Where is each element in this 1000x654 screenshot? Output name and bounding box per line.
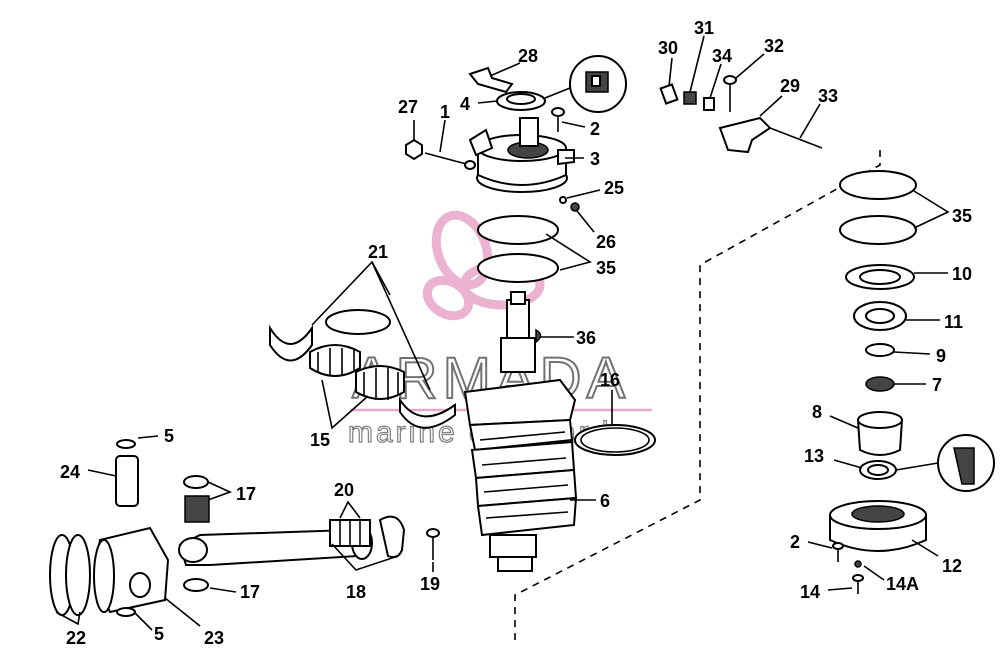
needle-bearing-cage	[355, 365, 405, 400]
small-washer	[854, 560, 862, 568]
callout-20: 20	[334, 480, 354, 500]
callout-33: 33	[818, 86, 838, 106]
lower-seal	[859, 460, 897, 480]
callout-5-lower: 5	[154, 624, 164, 644]
o-ring	[477, 253, 559, 283]
callout-21: 21	[368, 242, 388, 262]
anode-bracket	[468, 66, 514, 94]
lower-bearing-housing	[829, 500, 927, 552]
small-washer	[559, 196, 567, 204]
link-pin	[659, 83, 679, 105]
callout-8: 8	[812, 402, 822, 422]
callout-13: 13	[804, 446, 824, 466]
callout-17-upper: 17	[236, 484, 256, 504]
callout-16: 16	[600, 370, 620, 390]
callout-7: 7	[932, 375, 942, 395]
wrist-pin-bearing	[184, 495, 210, 523]
callout-32: 32	[764, 36, 784, 56]
crankshaft	[463, 291, 578, 572]
callout-1: 1	[440, 102, 450, 122]
callout-22: 22	[66, 628, 86, 648]
o-ring	[839, 215, 917, 245]
callout-14: 14	[800, 582, 820, 602]
o-ring	[477, 215, 559, 245]
callout-3: 3	[590, 149, 600, 169]
nut-and-bolt	[405, 138, 476, 170]
long-screw	[769, 127, 823, 149]
small-nut	[570, 202, 580, 212]
sealant-inset-icon	[569, 55, 627, 113]
retaining-clip	[116, 607, 136, 617]
callout-11: 11	[944, 312, 963, 332]
ball-bearing	[853, 301, 907, 331]
bearing-race-ring	[325, 309, 391, 335]
link-spring	[703, 97, 715, 111]
piston-rings	[49, 534, 91, 616]
callout-9: 9	[936, 346, 946, 366]
callout-23: 23	[204, 628, 224, 648]
callout-6: 6	[600, 491, 610, 511]
o-ring	[839, 170, 917, 200]
throttle-link-arm	[718, 116, 772, 154]
needle-bearing-cage	[309, 344, 361, 377]
callout-15: 15	[310, 430, 330, 450]
callout-labels: 28 4 27 1 2 3 25 26 35 36 21 15 16 6 30 …	[60, 18, 972, 648]
callout-35-right: 35	[952, 206, 972, 226]
callout-34: 34	[712, 46, 732, 66]
link-block	[683, 91, 697, 105]
callout-17-lower: 17	[240, 582, 260, 602]
callout-30: 30	[658, 38, 678, 58]
callout-2-lower: 2	[790, 532, 800, 552]
leader-15	[321, 379, 369, 430]
woodruff-key	[535, 328, 542, 344]
snap-ring	[865, 343, 895, 357]
callout-26: 26	[596, 232, 616, 252]
wrist-pin	[115, 455, 139, 507]
rod-bolt	[426, 528, 440, 560]
callout-36: 36	[576, 328, 596, 348]
piston	[93, 526, 170, 614]
callout-29: 29	[780, 76, 800, 96]
bearing-race-half	[269, 324, 313, 362]
bearing-race-half	[399, 396, 456, 429]
upper-bearing-housing	[468, 117, 575, 193]
small-screw	[852, 574, 864, 594]
bearing-plate	[845, 264, 915, 290]
leader-21b	[371, 261, 431, 391]
callout-19: 19	[420, 574, 440, 594]
callout-28: 28	[518, 46, 538, 66]
sealant-inset-icon	[937, 434, 995, 492]
callout-10: 10	[952, 264, 972, 284]
seal-ring	[865, 376, 895, 392]
callout-24: 24	[60, 462, 80, 482]
callout-27: 27	[398, 97, 418, 117]
callout-25: 25	[604, 178, 624, 198]
thrust-washer	[183, 475, 209, 592]
upper-seal	[496, 91, 546, 111]
leader-lines	[55, 35, 950, 631]
callout-4: 4	[460, 94, 470, 114]
callout-35-center: 35	[596, 258, 616, 278]
housing-screw	[832, 542, 844, 562]
callout-12: 12	[942, 556, 962, 576]
callout-2-upper: 2	[590, 119, 600, 139]
link-screw	[723, 75, 737, 112]
rod-needle-bearing	[329, 519, 371, 547]
bearing-sleeve	[856, 411, 904, 456]
callout-14a: 14A	[886, 574, 919, 594]
callout-18: 18	[346, 582, 366, 602]
assembly-path-line	[514, 150, 881, 640]
callout-31: 31	[694, 18, 714, 38]
rod-cap	[378, 515, 406, 559]
callout-5-upper: 5	[164, 426, 174, 446]
housing-screw	[551, 107, 565, 132]
retaining-ring	[574, 424, 656, 456]
retaining-clip	[116, 439, 136, 449]
